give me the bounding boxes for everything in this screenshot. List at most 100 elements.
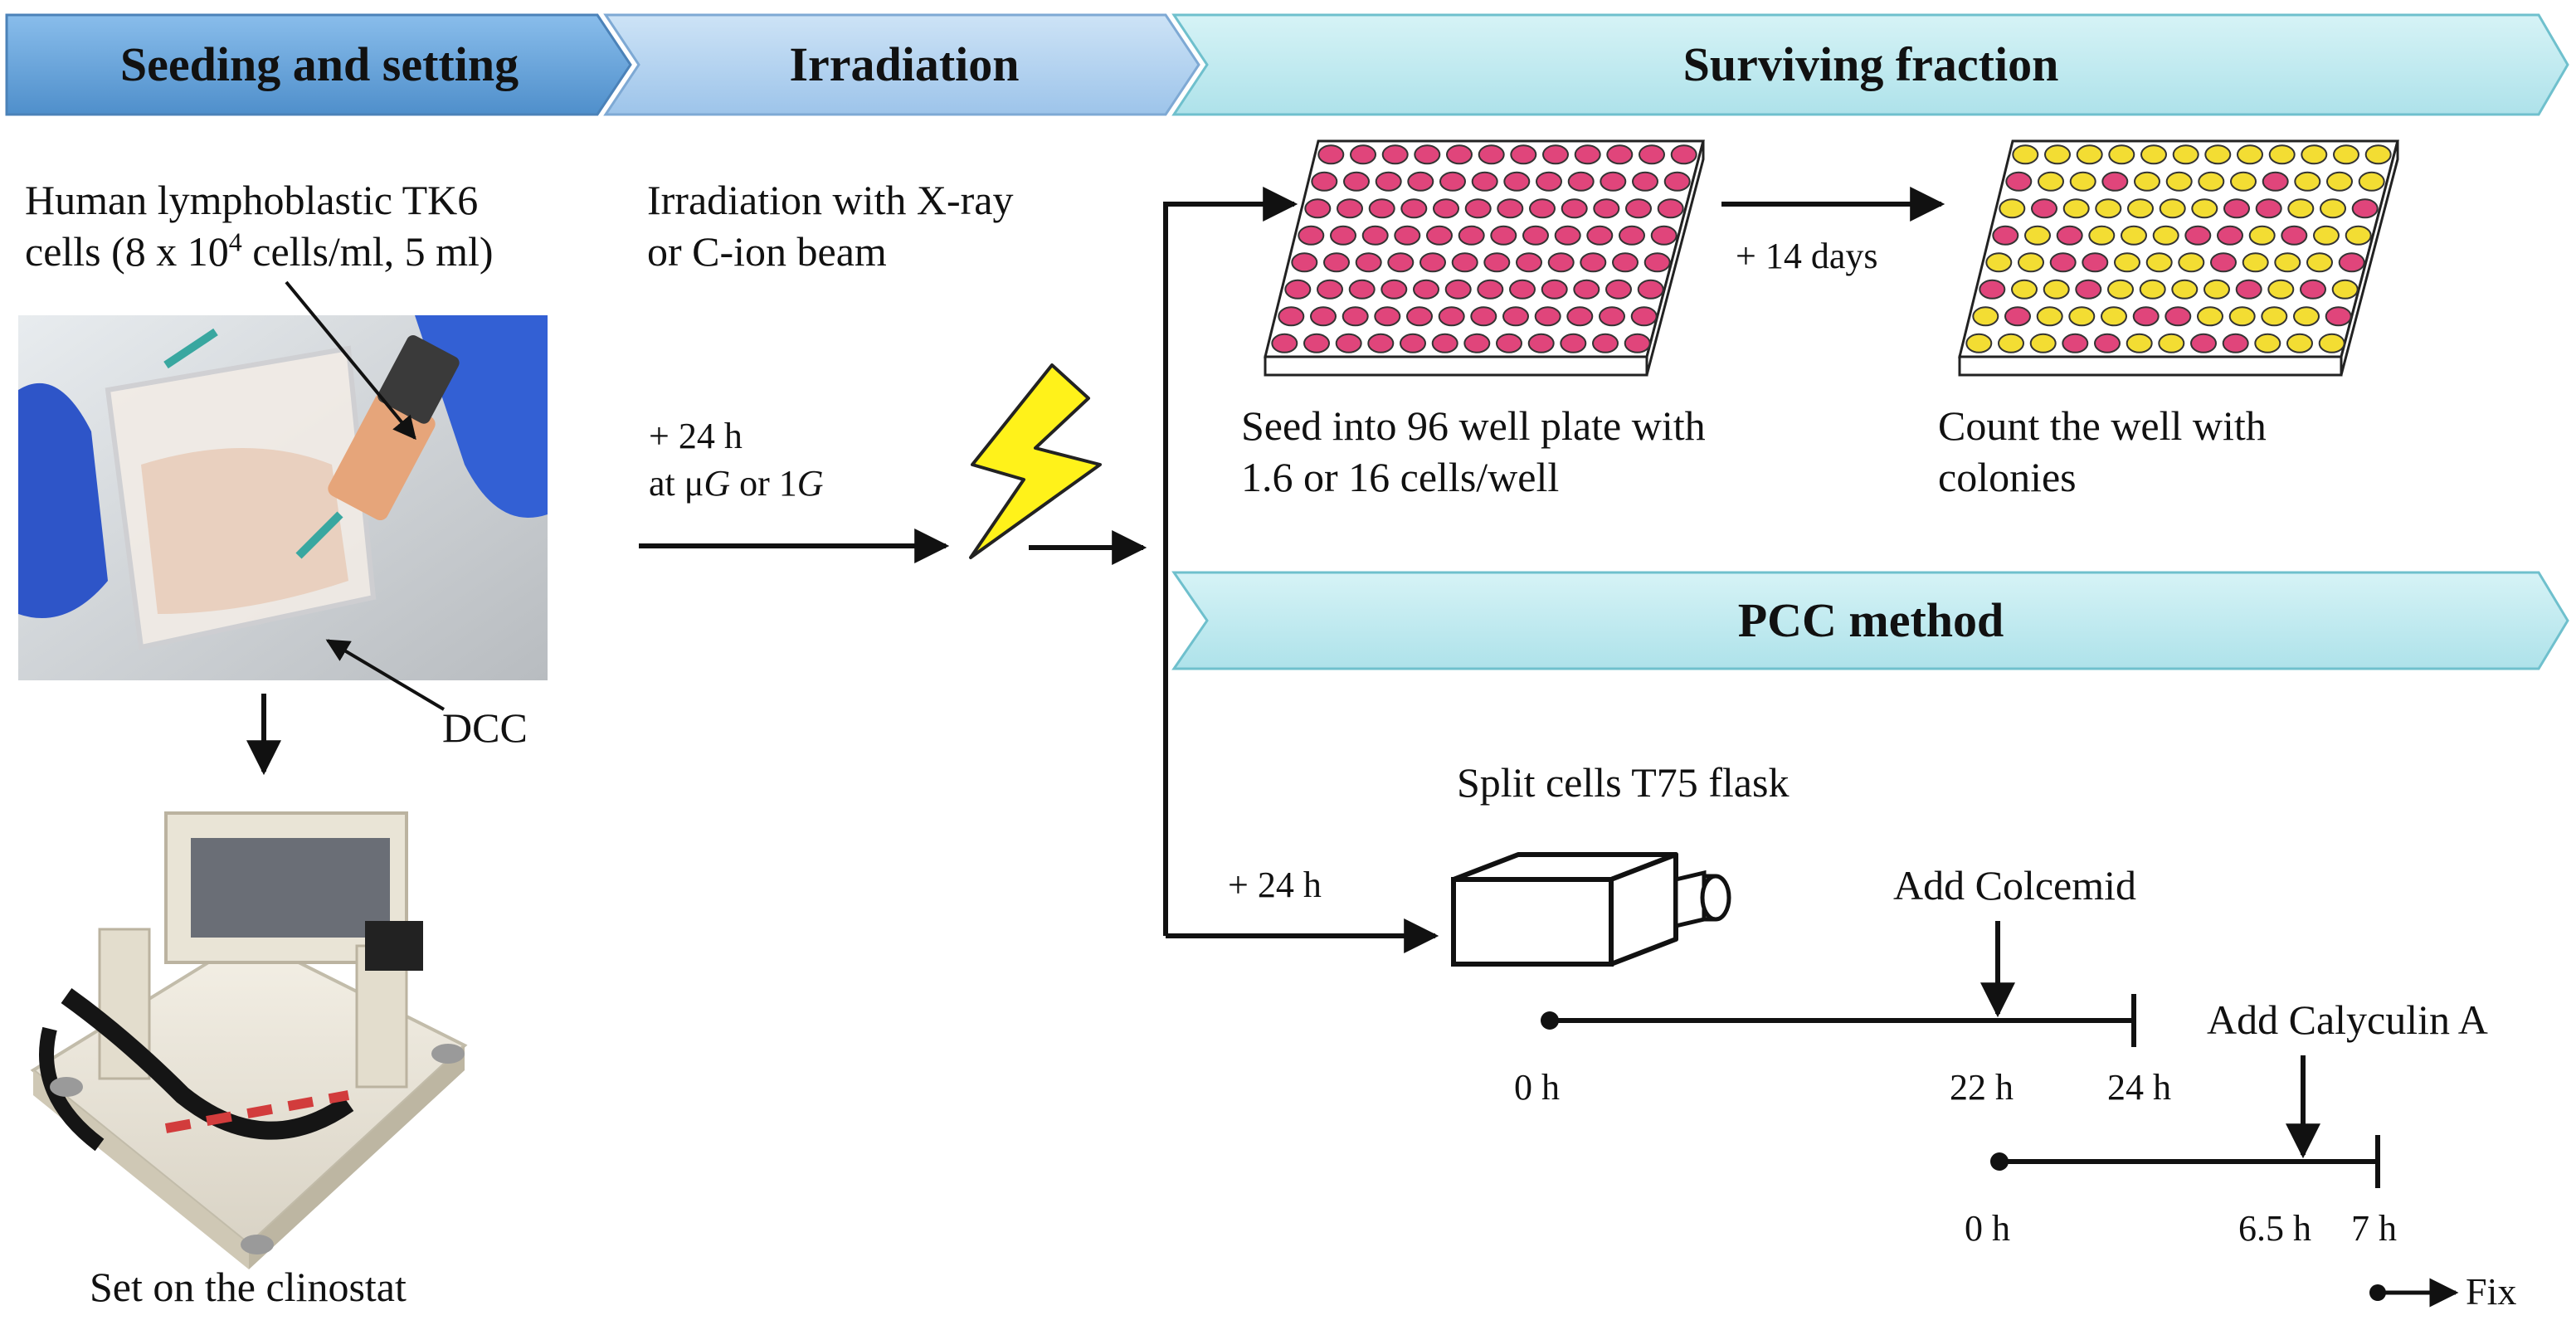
well [2358, 171, 2385, 192]
branch-line [1163, 187, 1298, 936]
well [2333, 144, 2359, 165]
well [1527, 333, 1555, 353]
well [1278, 306, 1305, 327]
well [2326, 171, 2353, 192]
well [1992, 225, 2019, 246]
well [1593, 198, 1620, 219]
well [2011, 279, 2038, 300]
well [2076, 144, 2103, 165]
header-irradiation: Irradiation [789, 37, 1020, 91]
lightning-icon [969, 363, 1102, 559]
well [2126, 333, 2153, 353]
well [2171, 279, 2199, 300]
well [2198, 171, 2225, 192]
well [1534, 306, 1561, 327]
well [2049, 252, 2077, 273]
well [1342, 306, 1369, 327]
clinostat-label: Set on the clinostat [90, 1264, 407, 1310]
well [2331, 279, 2359, 300]
well [1985, 252, 2013, 273]
well [2235, 279, 2262, 300]
header-surviving: Surviving fraction [1682, 37, 2059, 91]
well [1348, 279, 1376, 300]
well [1510, 144, 1537, 165]
well [1560, 333, 1587, 353]
add-colcemid-label: Add Colcemid [1893, 862, 2137, 909]
well [2056, 225, 2083, 246]
well [1284, 279, 1312, 300]
cells-desc-line2: cells (8 x 104 cells/ml, 5 ml) [25, 226, 494, 277]
well [2127, 198, 2154, 219]
well [1337, 198, 1363, 219]
irradiation-condition: at μG or 1G [649, 458, 824, 509]
well [1637, 279, 1664, 300]
well [1400, 198, 1428, 219]
well [1394, 225, 1421, 246]
well [1414, 144, 1441, 165]
plate-edge-face [2340, 140, 2399, 376]
well [2237, 144, 2263, 165]
irradiation-condition-pre: at μ [649, 463, 704, 504]
well [1497, 198, 1524, 219]
well [1554, 225, 1581, 246]
well [2145, 252, 2173, 273]
well [1490, 225, 1517, 246]
well [2197, 306, 2223, 327]
well [1477, 279, 1504, 300]
well [1566, 306, 1594, 327]
clinostat-photo [18, 780, 483, 1269]
header-irradiation-shape [603, 13, 1200, 116]
well [1496, 333, 1522, 353]
well [1471, 171, 1498, 192]
well [1670, 144, 1697, 165]
well [2069, 171, 2096, 192]
well [1567, 171, 1595, 192]
seed-desc-line1: Seed into 96 well plate with [1241, 402, 1706, 449]
t75-flask-icon [1451, 852, 1731, 967]
well [2082, 252, 2109, 273]
well [1998, 333, 2024, 353]
well [2005, 171, 2033, 192]
plate-side-face [1958, 355, 2343, 377]
timeline-2-start [1990, 1152, 2009, 1171]
cells-desc-exponent: 4 [228, 227, 242, 257]
well [1600, 171, 1627, 192]
well-plate-before [1264, 139, 1705, 377]
well [1972, 306, 1999, 327]
well [2191, 198, 2218, 219]
well [1541, 279, 1568, 300]
well [2139, 279, 2166, 300]
irradiation-desc-line1: Irradiation with X-ray [647, 177, 1014, 223]
well [2043, 279, 2070, 300]
timeline-2-0h: 0 h [1965, 1208, 2010, 1249]
well [1355, 252, 1382, 273]
well [1979, 279, 2006, 300]
well [1509, 279, 1536, 300]
well [1573, 279, 1600, 300]
well [1330, 225, 1356, 246]
well [1483, 252, 1511, 273]
well [2222, 333, 2249, 353]
well [1446, 144, 1473, 165]
well [2031, 198, 2057, 219]
well [2217, 225, 2243, 246]
well [1419, 252, 1446, 273]
well [1451, 252, 1478, 273]
well [2230, 171, 2257, 192]
well [2140, 144, 2167, 165]
cells-desc-line2-pre: cells (8 x 10 [25, 228, 229, 275]
well [1413, 279, 1439, 300]
well [2325, 306, 2352, 327]
cells-desc-line2-post: cells/ml, 5 ml) [241, 228, 494, 275]
well [1529, 198, 1556, 219]
well [1311, 171, 1338, 192]
timeline-2-6-5h: 6.5 h [2238, 1208, 2311, 1249]
well [1335, 333, 1362, 353]
well [1368, 198, 1395, 219]
well [1599, 306, 1625, 327]
well [1400, 333, 1426, 353]
well [1271, 333, 1298, 353]
well [1561, 198, 1588, 219]
well [1438, 306, 1465, 327]
seed-desc-line2: 1.6 or 16 cells/well [1241, 454, 1560, 500]
